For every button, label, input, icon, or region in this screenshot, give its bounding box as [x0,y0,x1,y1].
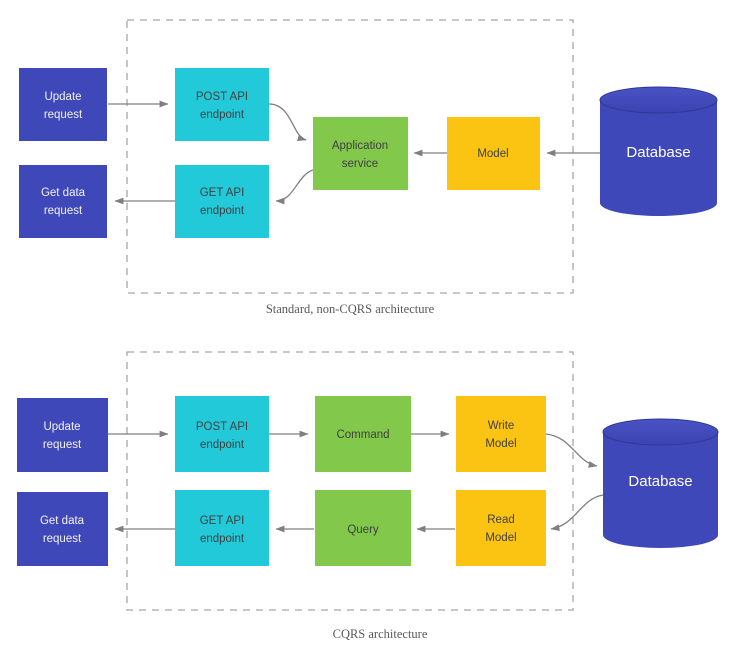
node-get-api-endpoint-label-line2: endpoint [200,533,245,545]
node-get-data-request-label-line2: request [43,533,82,545]
node-database[interactable]: Database [599,86,718,216]
node-query[interactable]: Query [315,490,411,566]
node-get-data-request-label-line1: Get data [40,515,85,527]
edge-database-to-read-model [550,494,604,532]
node-post-api-endpoint-label-line1: POST API [196,421,248,433]
diagram-standard: Update request Get data request POST API… [19,19,718,316]
edge-application-service-to-get-api [275,169,314,205]
node-database[interactable]: Database [602,418,719,548]
node-get-data-request[interactable]: Get data request [19,165,107,238]
node-get-api-endpoint-label-line1: GET API [200,515,245,527]
standard-diagram-caption: Standard, non-CQRS architecture [266,302,435,316]
node-write-model[interactable]: Write Model [456,396,546,472]
node-read-model[interactable]: Read Model [456,490,546,566]
node-update-request[interactable]: Update request [19,68,107,141]
node-read-model-label-line1: Read [487,514,515,526]
standard-edges [108,100,600,205]
node-get-data-request-label-line2: request [44,205,83,217]
node-post-api-endpoint[interactable]: POST API endpoint [175,396,269,472]
node-model-label: Model [477,148,508,160]
node-get-data-request[interactable]: Get data request [17,492,108,566]
node-update-request-label-line2: request [44,109,83,121]
node-application-service-label-line1: Application [332,140,388,152]
node-update-request[interactable]: Update request [17,398,108,472]
node-write-model-label-line2: Model [485,438,516,450]
node-get-data-request-label-line1: Get data [41,187,86,199]
node-read-model-label-line2: Model [485,532,516,544]
node-post-api-endpoint-label-line2: endpoint [200,439,245,451]
node-get-api-endpoint-label-line2: endpoint [200,205,245,217]
node-database-label: Database [628,473,692,490]
node-get-api-endpoint-label-line1: GET API [200,187,245,199]
cqrs-edges [108,430,604,533]
node-command[interactable]: Command [315,396,411,472]
diagram-cqrs: Update request Get data request POST API… [17,351,719,641]
cqrs-diagram-caption: CQRS architecture [333,627,428,641]
node-update-request-label-line1: Update [43,421,80,433]
node-database-label: Database [626,144,690,161]
node-post-api-endpoint-label-line2: endpoint [200,109,245,121]
node-get-api-endpoint[interactable]: GET API endpoint [175,165,269,238]
standard-service-boundary [126,19,574,294]
node-model[interactable]: Model [447,117,540,190]
node-write-model-label-line1: Write [488,420,515,432]
node-query-label: Query [347,524,379,536]
node-update-request-label-line1: Update [44,91,81,103]
edge-write-model-to-database [545,433,598,468]
node-update-request-label-line2: request [43,439,82,451]
node-application-service-label-line2: service [342,158,378,170]
node-application-service[interactable]: Application service [313,117,408,190]
node-command-label: Command [336,429,389,441]
node-get-api-endpoint[interactable]: GET API endpoint [175,490,269,566]
cqrs-service-boundary [126,351,574,611]
node-post-api-endpoint[interactable]: POST API endpoint [175,68,269,141]
edge-post-api-to-application-service [268,103,307,141]
node-post-api-endpoint-label-line1: POST API [196,91,248,103]
